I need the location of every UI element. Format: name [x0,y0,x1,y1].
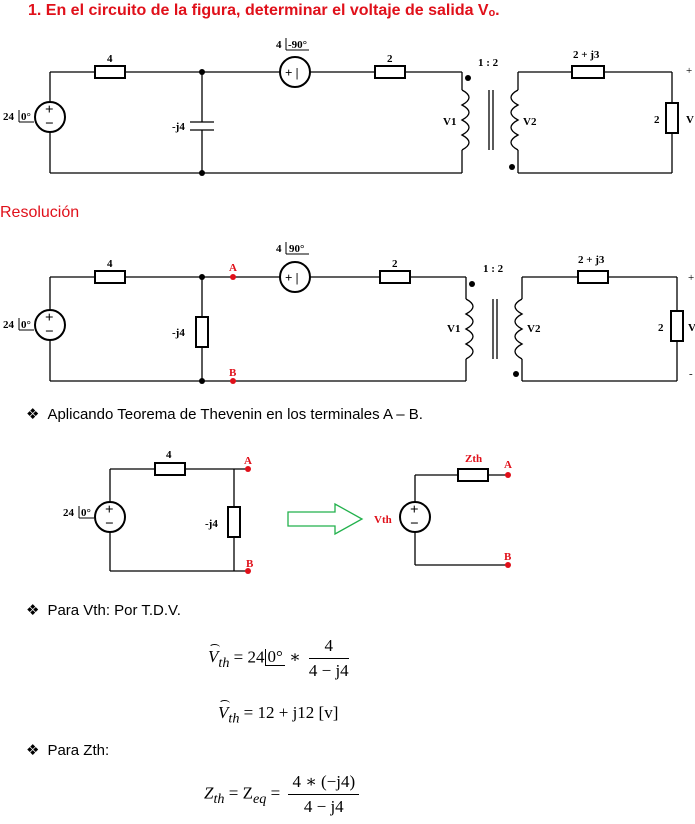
c1-vsrc-angle: -90° [288,39,307,51]
bullet-vth-text: Para Vth: Por T.D.V. [47,602,181,619]
c2-ratio: 1 : 2 [483,263,504,275]
c2-cap: -j4 [172,327,185,339]
c2-r-load: 2 [658,322,664,334]
c3-node-b: B [246,558,254,570]
c3-vth: Vth [374,514,392,526]
circuit-thevenin: + − + − 24 0° 4 -j4 A B Vth Zth A B [63,449,512,574]
svg-text:−: − [45,324,54,340]
c3-zth: Zth [465,453,482,465]
bullet-thevenin: ❖ Aplicando Teorema de Thevenin en los te… [26,405,423,423]
c1-source-angle: 0° [21,111,31,123]
vth-numerator: 4 [308,636,349,659]
equation-vth-result: Vth = 12 + j12 [v] [218,700,339,727]
vth-result-sub: th [228,710,240,727]
zth-mid: = Z [228,783,253,803]
c2-v1: V1 [447,323,460,335]
svg-text:+ |: + | [285,65,299,80]
c2-z-top: 2 + j3 [578,254,605,266]
bullet-zth-text: Para Zth: [47,742,110,759]
vth-mult: ∗ [289,647,301,667]
c2-vsrc-angle: 90° [289,243,304,255]
c2-source: 24 [3,319,15,331]
vth-result-symbol: V [218,703,229,722]
c2-node-a: A [229,262,237,274]
zth-symbol: Z [204,783,214,803]
arrow-right-icon [287,502,364,536]
c2-r-left: 4 [107,258,113,270]
zth-numerator: 4 ∗ (−j4) [288,772,360,795]
c1-r-left: 4 [107,53,113,65]
c1-plus: + [686,65,692,77]
vth-denominator: 4 − j4 [308,661,349,680]
problem-title: 1. En el circuito de la figura, determin… [28,2,500,19]
c1-ratio: 1 : 2 [478,57,499,69]
svg-text:+: + [45,102,54,118]
bullet-vth: ❖ Para Vth: Por T.D.V. [26,601,181,619]
diamond-bullet-icon: ❖ [26,406,40,423]
zeq-sub: eq [252,790,267,807]
vth-sub: th [218,654,230,671]
c3-source: 24 [63,507,75,519]
c3-node-a: A [244,455,252,467]
c2-v2: V2 [527,323,541,335]
c2-minus: - [689,368,693,380]
c1-v1: V1 [443,116,456,128]
vth-result-value: = 12 + j12 [v] [243,703,339,722]
c1-r-load: 2 [654,114,660,126]
svg-text:+: + [105,502,114,518]
c3-node-b2: B [504,551,512,563]
c1-cap: -j4 [172,121,185,133]
c1-v2: V2 [523,116,537,128]
c1-r-mid: 2 [387,53,393,65]
c2-vsrc-mag: 4 [276,243,282,255]
c2-source-angle: 0° [21,319,31,331]
equation-zth: Zth = Zeq = 4 ∗ (−j4) 4 − j4 [204,772,360,817]
c1-z-top: 2 + j3 [573,49,600,61]
bullet-zth: ❖ Para Zth: [26,741,109,759]
zth-denominator: 4 − j4 [303,797,344,816]
c3-cap: -j4 [205,518,218,530]
bullet-thevenin-text: Aplicando Teorema de Thevenin en los ter… [47,406,423,423]
circuit-original: + − + | 24 0° 4 -j4 4 -90° 2 1 : 2 V1 V2… [3,38,694,176]
c2-plus: + [688,272,694,284]
section-resolucion: Resolución [0,204,80,221]
diamond-bullet-icon: ❖ [26,742,40,759]
svg-text:+: + [45,310,54,326]
c1-source: 24 [3,111,15,123]
svg-text:−: − [410,516,419,532]
c2-vo: V [688,322,695,334]
diamond-bullet-icon: ❖ [26,602,40,619]
c2-r-mid: 2 [392,258,398,270]
c3-source-angle: 0° [81,507,91,519]
c1-vsrc-mag: 4 [276,39,282,51]
vth-rhs: = 24 [233,647,265,667]
zth-equals: = [270,783,281,803]
svg-text:−: − [45,116,54,132]
svg-text:+ |: + | [285,270,299,285]
circuit-resolution: + − + | 24 0° 4 -j4 A B 4 90° 2 1 : 2 V1… [3,242,695,384]
svg-text:−: − [105,516,114,532]
vth-angle: 0° [264,648,285,667]
svg-text:+: + [410,502,419,518]
c2-node-b: B [229,367,237,379]
c1-vo: V [686,114,694,126]
vth-symbol: V [208,647,219,667]
zth-sub: th [213,790,225,807]
c3-node-a2: A [504,459,512,471]
c3-r-left: 4 [166,449,172,461]
